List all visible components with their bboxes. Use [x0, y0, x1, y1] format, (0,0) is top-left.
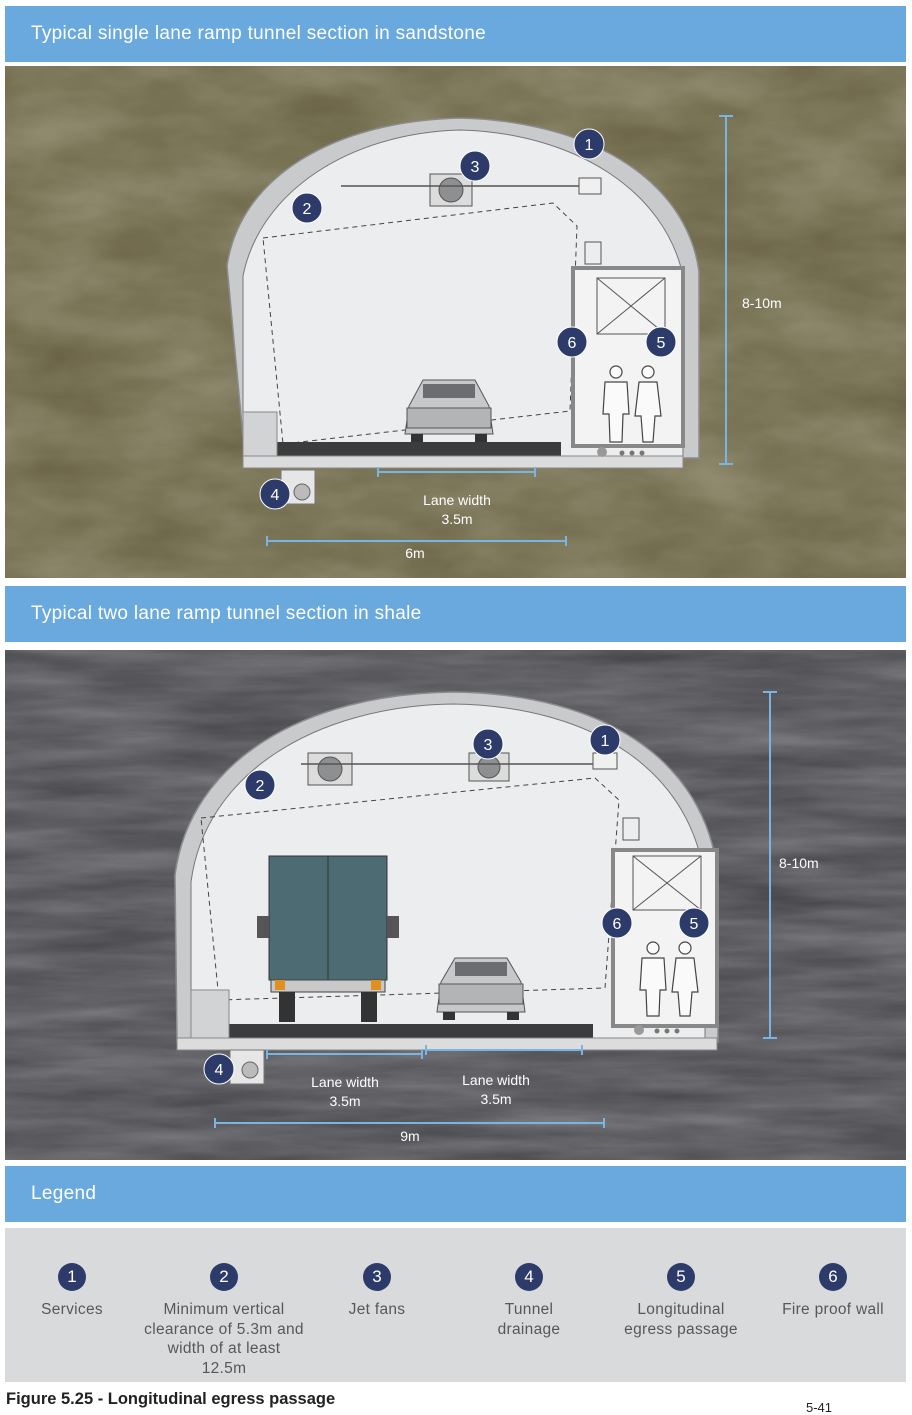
svg-text:3: 3: [484, 737, 493, 754]
drainage-pipe: [241, 1061, 259, 1079]
dimension-lane: [377, 467, 536, 477]
svg-text:4: 4: [215, 1062, 224, 1079]
callout-3: 3: [472, 728, 504, 760]
svg-text:2: 2: [303, 201, 312, 218]
drainage-pipe: [293, 483, 311, 501]
svg-text:2: 2: [256, 778, 265, 795]
callout-6: 6: [556, 326, 588, 358]
left-kerb: [242, 411, 278, 459]
pit-circle: [634, 1025, 644, 1035]
legend-title: Legend: [31, 1183, 97, 1204]
egress-passage: [611, 848, 719, 1028]
truck: [257, 855, 399, 1022]
cable-tray: [584, 241, 602, 265]
jet-fan: [317, 756, 343, 782]
legend-number: 2: [210, 1263, 238, 1291]
lane-a-width-value: 3.5m: [329, 1093, 360, 1109]
egress-vent-panel: [632, 855, 702, 911]
legend-text: Longitudinal egress passage: [624, 1301, 738, 1338]
callout-1: 1: [589, 724, 621, 756]
section-header-single: Typical single lane ramp tunnel section …: [5, 6, 906, 62]
tunnel-width-label: 6m: [405, 545, 424, 561]
jet-fan: [438, 177, 464, 203]
lane-width-label: Lane width: [423, 492, 491, 508]
services-unit: [578, 177, 602, 195]
svg-text:5: 5: [657, 335, 666, 352]
pit-dot: [629, 450, 635, 456]
callout-1: 1: [573, 128, 605, 160]
callout-5: 5: [678, 907, 710, 939]
tunnel-width-label: 9m: [400, 1128, 419, 1144]
legend-text: Tunnel drainage: [497, 1301, 561, 1338]
legend-number: 5: [667, 1263, 695, 1291]
dimension-height: [719, 115, 733, 465]
pit-dot: [664, 1028, 670, 1034]
svg-text:1: 1: [601, 733, 610, 750]
callout-4: 4: [203, 1053, 235, 1085]
pit-dot: [674, 1028, 680, 1034]
figure-caption: Figure 5.25 - Longitudinal egress passag…: [6, 1390, 336, 1408]
callout-5: 5: [645, 326, 677, 358]
cable-tray: [622, 817, 640, 841]
car: [404, 379, 494, 442]
callout-2: 2: [291, 192, 323, 224]
single-lane-diagram: 8-10m Lane width 3.5m 6m 1 2 3 4 5 6: [5, 66, 906, 578]
lane-a-width-label: Lane width: [311, 1074, 379, 1090]
roadway: [229, 1024, 593, 1038]
pit-dot: [619, 450, 625, 456]
two-lane-diagram: 8-10m Lane width 3.5m Lane width 3.5m 9m…: [5, 650, 906, 1160]
svg-text:1: 1: [585, 137, 594, 154]
section-title-two: Typical two lane ramp tunnel section in …: [31, 603, 422, 624]
pit-dot: [654, 1028, 660, 1034]
svg-text:3: 3: [471, 159, 480, 176]
tunnel-section-two-lane: 8-10m Lane width 3.5m Lane width 3.5m 9m…: [5, 650, 906, 1160]
svg-text:6: 6: [568, 335, 577, 352]
legend-text: Jet fans: [348, 1301, 406, 1318]
legend-header: Legend: [5, 1166, 906, 1222]
dimension-width: [266, 536, 567, 546]
pit-dot: [639, 450, 645, 456]
svg-text:6: 6: [613, 916, 622, 933]
legend-text: Fire proof wall: [782, 1301, 884, 1318]
pit-circle: [597, 447, 607, 457]
road-slab: [242, 455, 684, 469]
height-dimension-label: 8-10m: [779, 855, 819, 871]
svg-text:5: 5: [690, 916, 699, 933]
legend-number: 6: [819, 1263, 847, 1291]
people-silhouettes: [639, 941, 699, 1017]
svg-text:4: 4: [271, 487, 280, 504]
left-kerb: [190, 989, 230, 1039]
egress-vent-panel: [596, 277, 666, 335]
height-dimension-label: 8-10m: [742, 295, 782, 311]
legend-number: 3: [363, 1263, 391, 1291]
car: [436, 957, 526, 1020]
vent-cross-b: [596, 277, 666, 335]
dimension-lane-a: [266, 1049, 423, 1059]
road-slab: [176, 1037, 718, 1051]
section-title-single: Typical single lane ramp tunnel section …: [31, 23, 486, 44]
roadway: [277, 442, 561, 456]
vent-cross-b: [632, 855, 702, 911]
dimension-lane-b: [425, 1045, 583, 1055]
section-header-two: Typical two lane ramp tunnel section in …: [5, 586, 906, 642]
lane-width-value: 3.5m: [441, 511, 472, 527]
legend-number: 4: [515, 1263, 543, 1291]
callout-4: 4: [259, 478, 291, 510]
lane-b-width-label: Lane width: [462, 1072, 530, 1088]
callout-2: 2: [244, 769, 276, 801]
callout-3: 3: [459, 150, 491, 182]
page-number: 5-41: [806, 1400, 833, 1415]
lane-b-width-value: 3.5m: [480, 1091, 511, 1107]
people-silhouettes: [602, 365, 662, 443]
egress-passage: [571, 266, 685, 448]
legend-text: Minimum vertical clearance of 5.3m and w…: [144, 1301, 304, 1377]
legend-number: 1: [58, 1263, 86, 1291]
dimension-width: [214, 1118, 605, 1128]
dimension-height: [763, 691, 777, 1039]
tunnel-section-single-lane: 8-10m Lane width 3.5m 6m 1 2 3 4 5 6: [5, 66, 906, 578]
callout-6: 6: [601, 907, 633, 939]
legend-text: Services: [41, 1301, 103, 1318]
legend-panel: 1 Services 2 Minimum vertical clearance …: [5, 1228, 906, 1382]
